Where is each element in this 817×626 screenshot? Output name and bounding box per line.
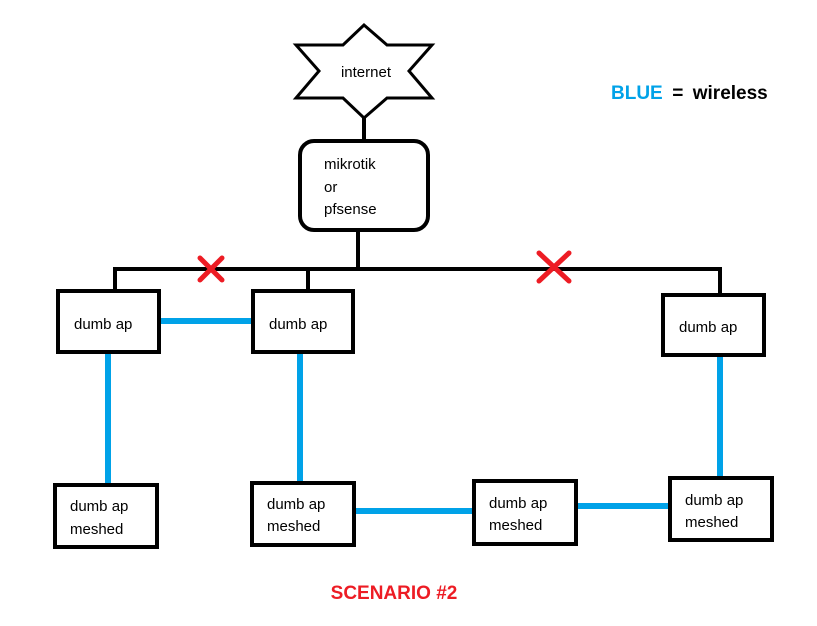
router-box — [298, 139, 430, 232]
mesh-label-line1: dumb ap — [489, 495, 547, 512]
ap-label: dumb ap — [269, 316, 327, 333]
legend-meaning: wireless — [692, 83, 768, 104]
router-node: mikrotik or pfsense — [298, 139, 430, 232]
mesh-node-4: dumb ap meshed — [668, 476, 774, 542]
mesh-node-3: dumb ap meshed — [472, 479, 578, 546]
wireless-links — [105, 318, 723, 514]
mesh-box — [472, 479, 578, 546]
mesh-label-line1: dumb ap — [70, 498, 128, 515]
ap-label: dumb ap — [679, 319, 737, 336]
router-label-line1: mikrotik — [324, 156, 376, 173]
legend: BLUE = wireless — [611, 83, 768, 104]
ap-node-3: dumb ap — [661, 293, 766, 357]
mesh-label-line2: meshed — [70, 521, 123, 538]
internet-star-icon — [292, 22, 436, 121]
mesh-box — [250, 481, 356, 547]
internet-node: internet — [292, 22, 436, 121]
ap-node-1: dumb ap — [56, 289, 161, 354]
mesh-node-2: dumb ap meshed — [250, 481, 356, 547]
legend-equals: = — [672, 83, 683, 104]
legend-text: BLUE = wireless — [611, 83, 768, 104]
mesh-label-line2: meshed — [489, 517, 542, 534]
ap-node-2: dumb ap — [251, 289, 355, 354]
mesh-label-line2: meshed — [685, 514, 738, 531]
mesh-label-line1: dumb ap — [267, 496, 325, 513]
mesh-label-line2: meshed — [267, 518, 320, 535]
cross-icon — [536, 250, 572, 284]
router-label-line3: pfsense — [324, 201, 377, 218]
mesh-box — [668, 476, 774, 542]
cross-icon — [197, 255, 225, 283]
mesh-box — [53, 483, 159, 549]
mesh-label-line1: dumb ap — [685, 492, 743, 509]
router-label-line2: or — [324, 179, 337, 196]
cut-marks — [197, 250, 572, 284]
ap-box — [251, 289, 355, 354]
ap-box — [661, 293, 766, 357]
ap-label: dumb ap — [74, 316, 132, 333]
scenario-label: SCENARIO #2 — [331, 583, 458, 604]
legend-blue-word: BLUE — [611, 83, 663, 104]
ap-box — [56, 289, 161, 354]
mesh-node-1: dumb ap meshed — [53, 483, 159, 549]
internet-label: internet — [341, 64, 392, 81]
